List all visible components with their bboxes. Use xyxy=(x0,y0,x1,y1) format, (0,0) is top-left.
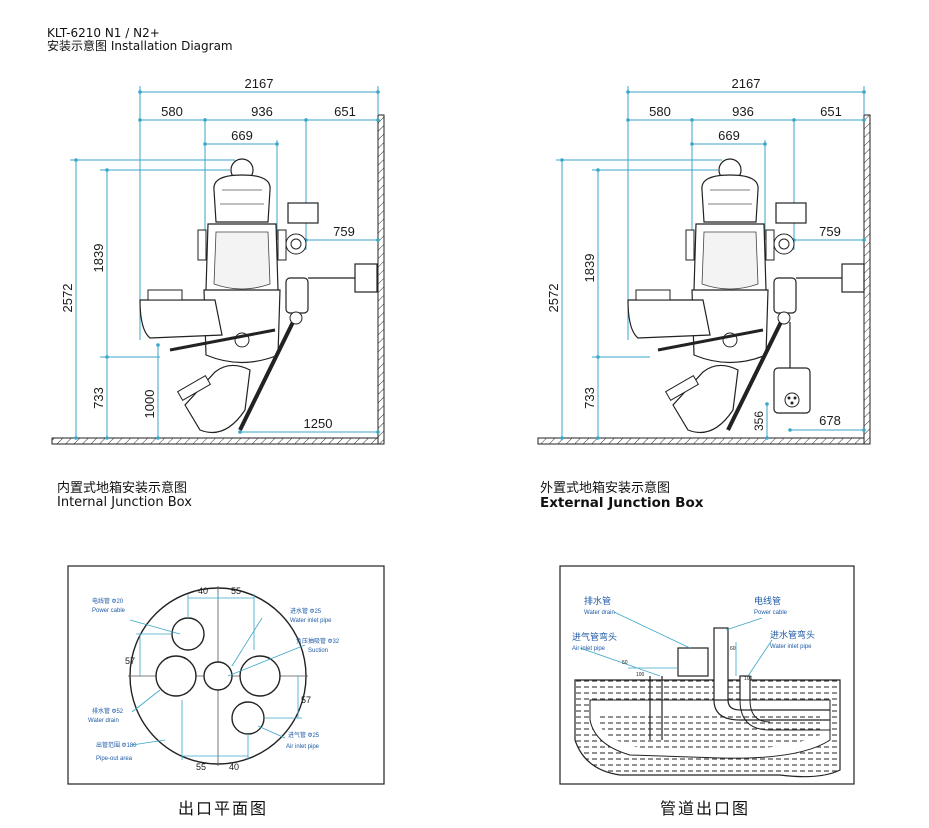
dim-top-b: 55 xyxy=(231,586,241,596)
dim-arm-reach: 759 xyxy=(819,224,841,239)
dim-50: 50 xyxy=(622,660,628,666)
label-water-in-cn: 进水管 Φ25 xyxy=(290,607,322,615)
header: KLT-6210 N1 / N2+ 安装示意图 Installation Dia… xyxy=(47,27,233,53)
label-power-en: Power cable xyxy=(754,610,788,616)
label-area-cn: 出管范围 Φ180 xyxy=(96,741,137,749)
dim-upper-length: 1839 xyxy=(91,244,106,273)
label-air-cn: 进气管 Φ25 xyxy=(288,731,320,739)
dim-base-height: 733 xyxy=(91,387,106,409)
right-caption-cn: 外置式地箱安装示意图 xyxy=(540,481,671,496)
label-air-en: Air inlet pipe xyxy=(286,744,320,750)
label-water-in-en: Water inlet pipe xyxy=(290,618,332,624)
right-caption-en: External Junction Box xyxy=(540,495,704,511)
dim-seg-mid: 936 xyxy=(251,104,273,119)
left-dimension-labels: 2167 580 936 651 669 759 2572 1839 733 1… xyxy=(60,76,356,431)
label-drain-cn: 排水管 Φ52 xyxy=(92,707,124,715)
dim-arm-reach: 759 xyxy=(333,224,355,239)
diagram-title: 安装示意图 Installation Diagram xyxy=(47,39,233,53)
label-drain-en: Water drain xyxy=(584,610,615,616)
right-caption: 外置式地箱安装示意图 External Junction Box xyxy=(540,481,704,511)
dim-foot-reach: 1250 xyxy=(304,416,333,431)
dim-base-height: 733 xyxy=(582,387,597,409)
dim-chair-width: 669 xyxy=(231,128,253,143)
dim-chair-width: 669 xyxy=(718,128,740,143)
dim-right: 57 xyxy=(301,695,311,705)
right-dimension-labels: 2167 580 936 651 669 759 2572 1839 733 3… xyxy=(546,76,842,431)
dim-foot-height: 1000 xyxy=(142,390,157,419)
pipe-outlet-drawing: 排水管 Water drain 电线管 Power cable 进气管弯头 Ai… xyxy=(559,565,855,785)
label-drain-cn: 排水管 xyxy=(584,595,611,606)
dim-total-width: 2167 xyxy=(732,76,761,91)
dim-bottom-b: 40 xyxy=(229,762,239,772)
dim-box-offset: 678 xyxy=(819,413,841,428)
dim-seg-right: 651 xyxy=(334,104,356,119)
label-air-en: Air inlet pipe xyxy=(572,646,606,652)
label-suction-en: Suction xyxy=(308,648,328,654)
left-caption-en: Internal Junction Box xyxy=(57,495,192,510)
right-installation-drawing xyxy=(537,86,871,445)
dim-total-length: 2572 xyxy=(60,284,75,313)
dim-upper-length: 1839 xyxy=(582,254,597,283)
left-installation-drawing xyxy=(51,86,385,445)
dim-60: 60 xyxy=(730,646,736,652)
label-water-cn: 进水管弯头 xyxy=(770,629,815,640)
label-water-en: Water inlet pipe xyxy=(770,644,812,650)
pipe-outlet-caption: 管道出口图 xyxy=(660,799,751,818)
label-power-cn: 电线管 Φ20 xyxy=(92,597,124,605)
dim-left: 57 xyxy=(125,656,135,666)
label-suction-cn: 负压抽吸管 Φ32 xyxy=(296,637,340,645)
dim-total-width: 2167 xyxy=(245,76,274,91)
dim-bottom-a: 55 xyxy=(196,762,206,772)
label-power-en: Power cable xyxy=(92,608,126,614)
dim-total-length: 2572 xyxy=(546,284,561,313)
left-caption-cn: 内置式地箱安装示意图 xyxy=(57,481,188,496)
label-power-cn: 电线管 xyxy=(754,595,781,606)
model-name: KLT-6210 N1 / N2+ xyxy=(47,26,160,40)
dim-100: 100 xyxy=(636,672,645,678)
dim-box-height: 356 xyxy=(752,411,766,431)
label-area-en: Pipe-out area xyxy=(96,756,133,762)
dim-seg-right: 651 xyxy=(820,104,842,119)
outlet-plan-caption: 出口平面图 xyxy=(178,799,269,818)
outlet-plan-drawing: 40 55 57 57 55 40 电线管 Φ20 Power cable 进水… xyxy=(67,565,385,785)
dim-100b: 100 xyxy=(744,676,753,682)
dim-seg-mid: 936 xyxy=(732,104,754,119)
left-caption: 内置式地箱安装示意图 Internal Junction Box xyxy=(57,482,192,510)
dim-top-a: 40 xyxy=(198,586,208,596)
label-air-cn: 进气管弯头 xyxy=(572,631,617,642)
dim-seg-left: 580 xyxy=(649,104,671,119)
label-drain-en: Water drain xyxy=(88,718,119,724)
dim-seg-left: 580 xyxy=(161,104,183,119)
